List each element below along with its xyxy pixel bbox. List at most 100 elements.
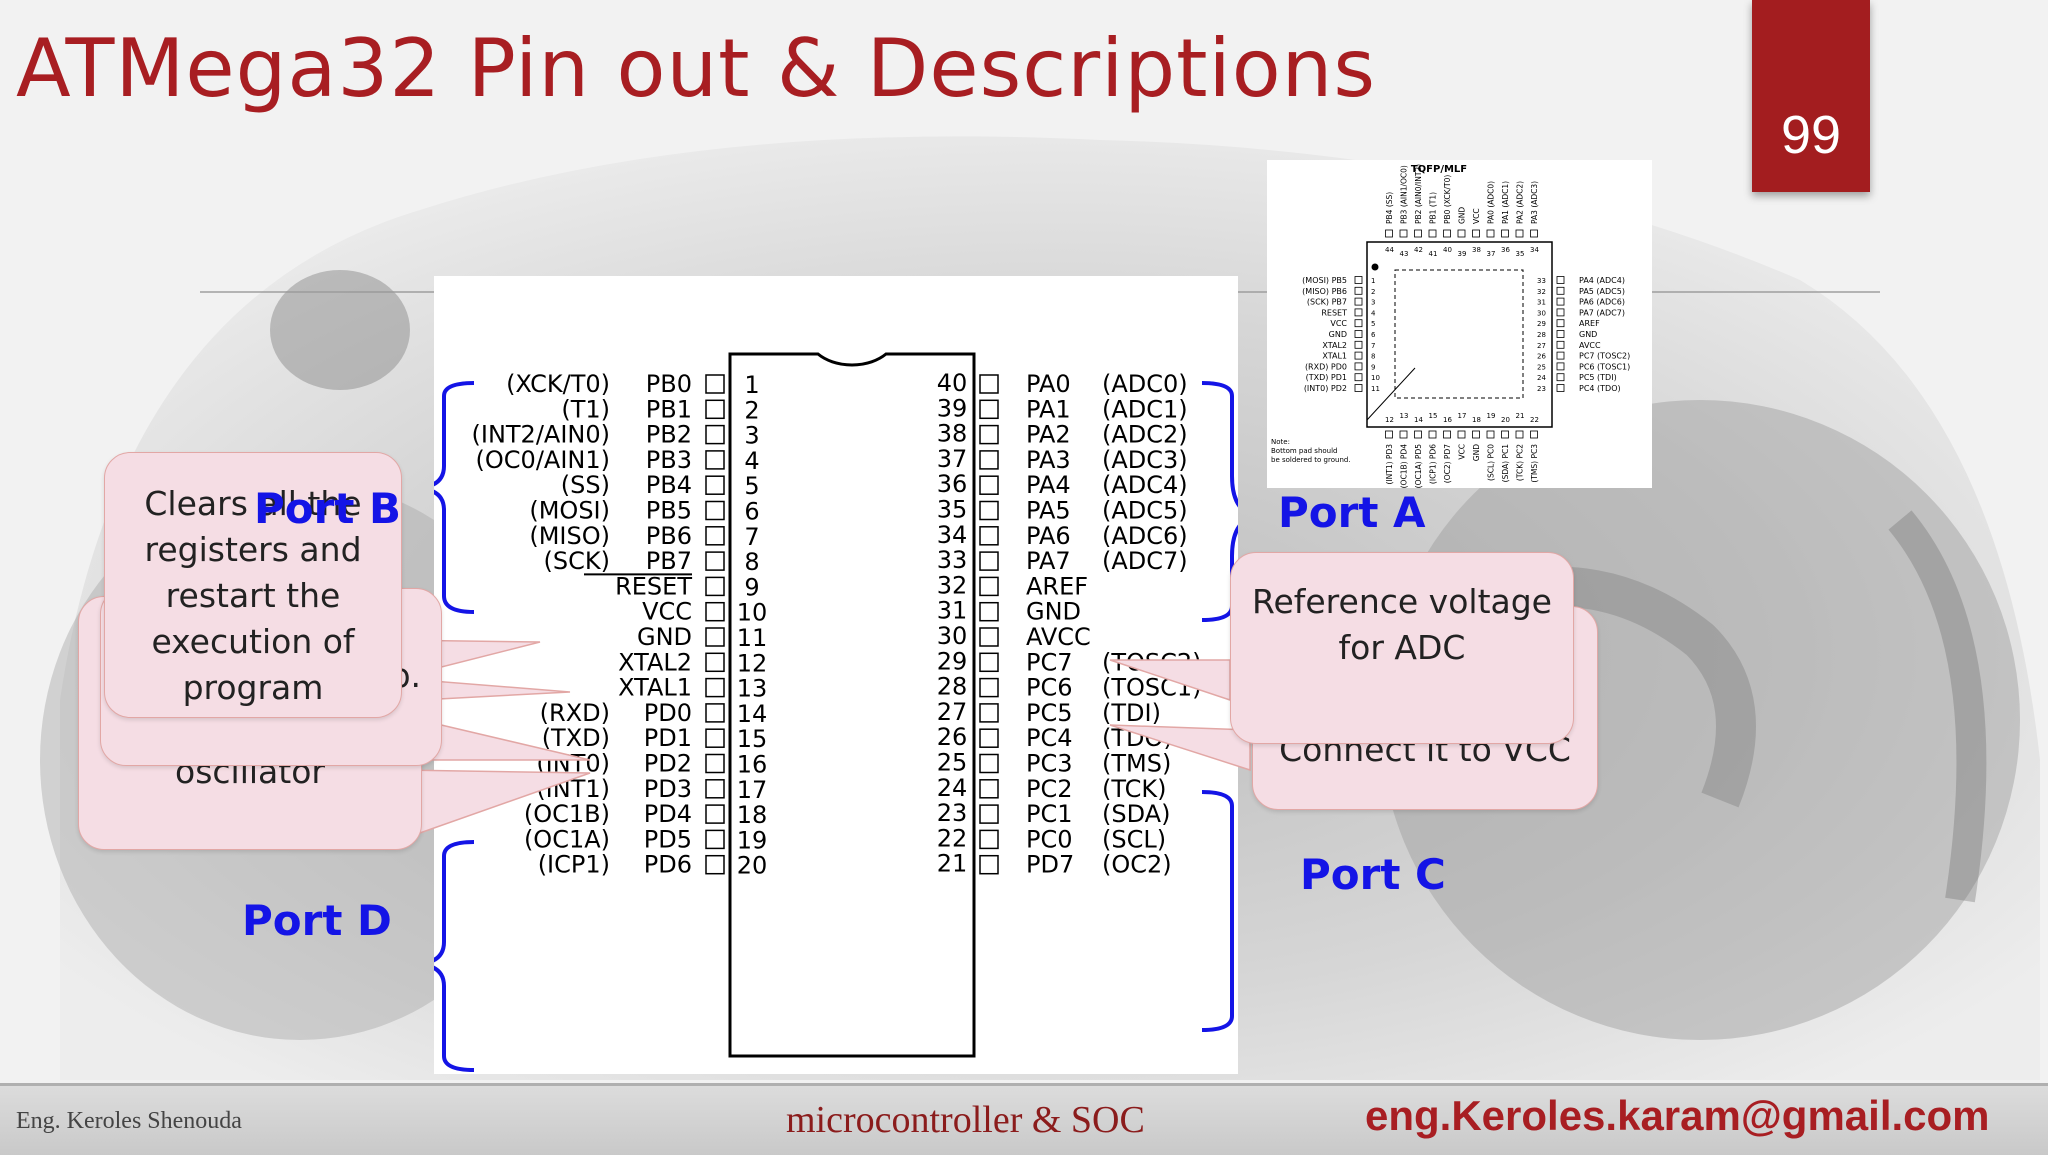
tqfp-bottom-label: (OC1B) PD4 — [1400, 444, 1409, 488]
left-pin-box — [705, 526, 725, 546]
right-pin-box — [979, 576, 999, 597]
tqfp-right-pad — [1556, 297, 1565, 306]
tqfp-top-num: 39 — [1458, 250, 1467, 258]
right-pin-number: 22 — [937, 824, 968, 852]
tqfp-top-num: 37 — [1487, 250, 1496, 258]
right-pin-name: PC0 — [1026, 825, 1073, 853]
right-pin-number: 27 — [937, 698, 968, 726]
left-pin-number: 3 — [744, 422, 759, 450]
tqfp-left-pad — [1354, 351, 1363, 360]
left-pin-box — [705, 500, 725, 521]
left-pin-alt: (TXD) — [542, 724, 610, 752]
right-pin-number: 36 — [937, 470, 968, 498]
right-pin-alt: (TMS) — [1102, 750, 1171, 778]
tqfp-right-label: PA7 (ADC7) — [1579, 308, 1625, 317]
reset-callout-line-1: Clears all the — [144, 484, 362, 523]
tqfp-top-pad — [1457, 229, 1466, 238]
left-pin-alt: (MOSI) — [529, 497, 610, 525]
tqfp-bottom-pad — [1428, 430, 1437, 439]
right-pin-box — [979, 677, 999, 698]
right-pin-number: 23 — [937, 799, 968, 827]
tqfp-left-label: XTAL2 — [1322, 341, 1347, 350]
tqfp-left-label: (SCK) PB7 — [1307, 298, 1347, 307]
right-pin-box — [979, 424, 999, 445]
port-b-brace — [434, 381, 475, 614]
tqfp-left-label: (MOSI) PB5 — [1302, 276, 1347, 285]
reset-callout: Clears all the registers and restart the… — [104, 452, 402, 718]
right-pin-name: PC3 — [1026, 750, 1073, 778]
tqfp-note-1: Note: — [1271, 438, 1290, 446]
tqfp-bottom-pad — [1443, 430, 1451, 439]
left-pin-box — [705, 627, 725, 647]
left-pin-alt: (OC1B) — [524, 800, 610, 828]
tqfp-note-2: Bottom pad should — [1271, 447, 1338, 455]
right-pin-number: 37 — [937, 445, 968, 473]
tqfp-right-num: 24 — [1537, 374, 1546, 382]
tqfp-right-label: PC7 (TOSC2) — [1579, 352, 1630, 361]
right-pin-box — [979, 854, 999, 875]
tqfp-bottom-label: GND — [1472, 444, 1481, 461]
tqfp-top-pad — [1428, 229, 1437, 238]
tqfp-top-label: PB4 (SS) — [1385, 192, 1394, 224]
left-pin-alt: (T1) — [561, 395, 610, 423]
tqfp-bottom-pad — [1530, 430, 1538, 439]
tqfp-top-pad — [1443, 229, 1451, 238]
left-pin-number: 19 — [737, 826, 768, 854]
left-pin-name: PD6 — [644, 851, 692, 879]
tqfp-top-num: 35 — [1516, 250, 1525, 258]
tqfp-left-label: (RXD) PD0 — [1305, 362, 1347, 371]
right-pin-name: PA6 — [1026, 522, 1071, 550]
port-c-brace — [1201, 790, 1234, 1032]
port-b-label: Port B — [254, 484, 402, 533]
right-pin-name: PA5 — [1026, 497, 1071, 525]
right-pin-number: 25 — [937, 749, 968, 777]
left-pin-number: 11 — [737, 624, 768, 652]
left-pin-box — [705, 703, 725, 723]
left-pin-box — [705, 804, 725, 824]
left-pin-box — [705, 424, 725, 445]
left-pin-number: 2 — [744, 396, 759, 424]
tqfp-top-label: PA1 (ADC1) — [1501, 181, 1510, 224]
right-pin-box — [979, 753, 999, 774]
tqfp-left-num: 10 — [1371, 374, 1380, 382]
aref-callout: Reference voltage for ADC — [1230, 552, 1574, 744]
tqfp-right-num: 27 — [1537, 342, 1546, 350]
page-number: 99 — [1780, 105, 1842, 165]
left-pin-alt: (OC0/AIN1) — [476, 446, 610, 474]
right-pin-box — [979, 652, 999, 673]
left-pin-alt: (SCK) — [544, 547, 610, 575]
right-pin-box — [979, 399, 999, 420]
right-pin-name: AVCC — [1026, 623, 1091, 651]
footer-author: Eng. Keroles Shenouda — [16, 1108, 242, 1134]
reset-callout-line-5: program — [182, 668, 324, 707]
tqfp-bottom-label: (SDA) PC1 — [1501, 444, 1510, 483]
right-pin-name: PC5 — [1026, 699, 1073, 727]
tqfp-top-num: 40 — [1443, 246, 1452, 254]
right-pin-box — [979, 829, 999, 850]
tqfp-bottom-label: (OC1A) PD5 — [1414, 444, 1423, 488]
left-pin-number: 6 — [744, 498, 759, 526]
right-pin-number: 40 — [937, 369, 968, 397]
right-pin-name: AREF — [1026, 572, 1088, 600]
right-pin-name: PC2 — [1026, 775, 1073, 803]
right-pin-box — [979, 551, 999, 571]
tqfp-bottom-num: 22 — [1530, 416, 1539, 424]
tqfp-top-pad — [1515, 229, 1524, 238]
tqfp-top-num: 42 — [1414, 246, 1423, 254]
tqfp-bottom-num: 17 — [1458, 412, 1467, 420]
tqfp-top-num: 43 — [1400, 250, 1409, 258]
aref-callout-line-1: Reference voltage — [1252, 582, 1552, 621]
port-d-label: Port D — [242, 896, 392, 945]
left-pin-name: XTAL2 — [618, 648, 692, 676]
footer-email: eng.Keroles.karam@gmail.com — [1365, 1092, 1990, 1139]
right-pin-number: 34 — [937, 521, 968, 549]
tqfp-left-pad — [1354, 286, 1363, 295]
tqfp-left-label: VCC — [1330, 319, 1347, 328]
tqfp-right-num: 30 — [1537, 309, 1546, 317]
left-pin-name: GND — [637, 623, 692, 651]
tqfp-right-num: 25 — [1537, 363, 1546, 371]
tqfp-body — [1366, 241, 1553, 428]
right-pin-alt: (TOSC2) — [1102, 648, 1202, 676]
right-pin-name: PC1 — [1026, 800, 1073, 828]
right-pin-name: PC4 — [1026, 724, 1073, 752]
